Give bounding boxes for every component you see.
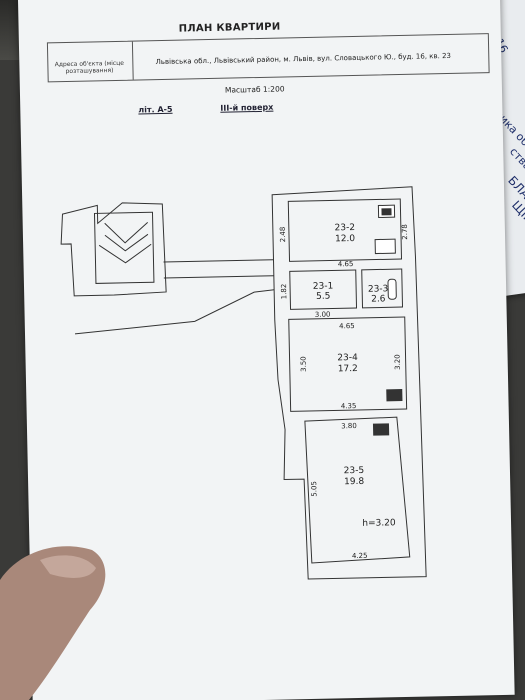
back-sheet-text-4: ЩІНКИ" <box>509 198 525 244</box>
dim-3-50: 3.50 <box>300 356 308 372</box>
room-23-5-outline <box>304 416 411 564</box>
thumb <box>0 546 106 700</box>
dim-4-65-top: 4.65 <box>338 260 354 268</box>
dim-4-65-mid: 4.65 <box>339 322 355 330</box>
room-23-4-id: 23-4 <box>337 353 358 363</box>
radiator-fixture-2 <box>372 423 390 436</box>
radiator-fixture-1 <box>386 389 403 402</box>
room-23-2-outline <box>287 198 403 262</box>
stove-fixture <box>374 238 396 255</box>
scale-label: Масштаб 1:200 <box>224 84 285 95</box>
room-23-5-area: 19.8 <box>344 477 365 487</box>
dim-3-80: 3.80 <box>341 422 357 430</box>
address-table: Адреса об'єкта (місце розташування) Льві… <box>46 33 490 83</box>
stair-steps <box>98 221 152 264</box>
room-23-4-outline <box>288 316 408 412</box>
bathtub-fixture <box>387 278 397 300</box>
building-letter: літ. А-5 <box>138 104 173 115</box>
dim-5-05: 5.05 <box>310 481 318 497</box>
dim-2-48: 2.48 <box>279 227 287 243</box>
dim-3-00: 3.00 <box>315 311 331 319</box>
apartment-outline <box>271 186 427 580</box>
floor-plan-document: ПЛАН КВАРТИРИ Адреса об'єкта (місце розт… <box>18 0 515 700</box>
room-23-3-area: 2.6 <box>371 294 386 304</box>
boiler-fixture-inner <box>381 208 392 216</box>
room-23-1-area: 5.5 <box>316 292 331 302</box>
dim-2-78: 2.78 <box>401 224 409 240</box>
dim-3-20: 3.20 <box>394 354 402 370</box>
corridor-lower <box>74 289 275 335</box>
dim-4-35: 4.35 <box>341 402 357 410</box>
room-23-2-area: 12.0 <box>335 234 356 244</box>
corridor-upper <box>163 259 274 279</box>
document-title: ПЛАН КВАРТИРИ <box>178 21 281 35</box>
dim-1-82: 1.82 <box>280 284 288 300</box>
address-divider <box>131 41 134 80</box>
room-23-4-area: 17.2 <box>338 364 358 374</box>
dim-4-25: 4.25 <box>352 552 368 560</box>
address-value: Львівська обл., Львівський район, м. Льв… <box>155 51 452 67</box>
ceiling-height: h=3.20 <box>362 518 396 529</box>
address-label: Адреса об'єкта (місце розташування) <box>54 59 125 76</box>
room-23-3-id: 23-3 <box>368 284 389 294</box>
room-23-3-outline <box>361 268 404 309</box>
floor-label: ІІІ-й поверх <box>220 102 274 113</box>
floor-plan-drawing: 23-2 12.0 23-1 5.5 23-3 2.6 23-4 17.2 23… <box>60 186 427 580</box>
stairwell-outline <box>60 202 167 297</box>
room-23-1-outline <box>289 269 358 310</box>
room-23-1-id: 23-1 <box>313 281 334 291</box>
stairwell-inner <box>93 211 155 284</box>
room-23-5-id: 23-5 <box>344 466 365 476</box>
room-23-2-id: 23-2 <box>335 223 356 233</box>
